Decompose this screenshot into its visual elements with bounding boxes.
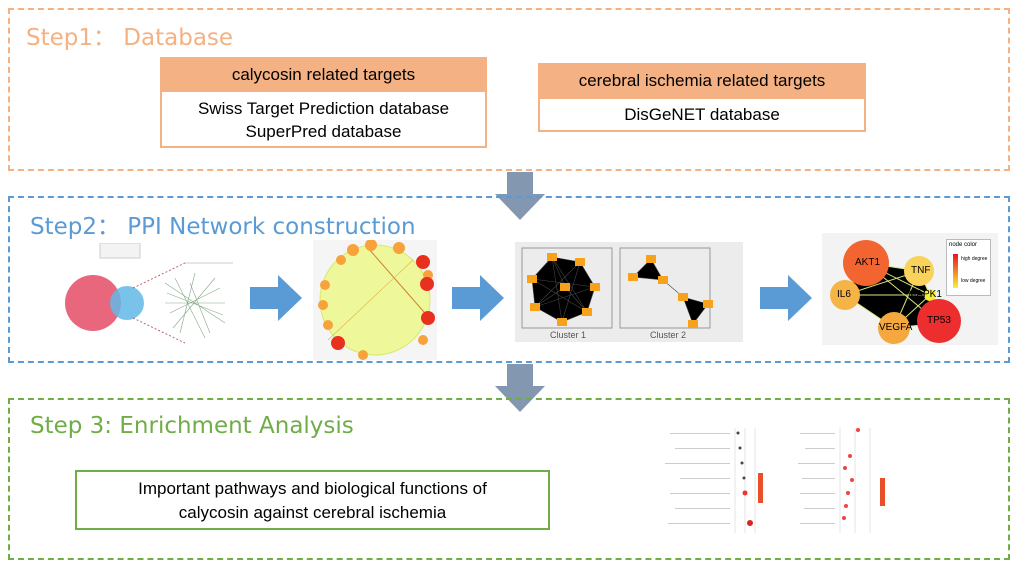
result-line-2: calycosin against cerebral ischemia [178, 503, 447, 522]
venn-circle-calycosin [65, 275, 121, 331]
right-arrow-icon [452, 275, 504, 321]
step2-panel [8, 196, 1010, 363]
go-enrichment-dotplot-image [665, 428, 763, 533]
node-tp53: TP53 [927, 315, 951, 326]
node-akt1: AKT1 [855, 257, 881, 268]
down-arrow-icon [495, 364, 545, 412]
legend-low: low degree [961, 278, 986, 284]
legend-title: node color [949, 242, 978, 248]
calycosin-targets-header: calycosin related targets [160, 57, 487, 90]
calycosin-targets-sources: Swiss Target Prediction database SuperPr… [160, 90, 487, 148]
cluster-2-label: Cluster 2 [650, 330, 687, 340]
hub-genes-network-image: AKT1 TNF IL6 MAPK1 VEGFA TP53 node color… [822, 233, 998, 345]
node-vegfa: VEGFA [879, 322, 913, 333]
ischemia-targets-header: cerebral ischemia related targets [538, 63, 866, 97]
result-line-1: Important pathways and biological functi… [138, 479, 487, 498]
venn-and-network-image [65, 243, 233, 344]
step3-panel [8, 398, 1010, 560]
source-superpred: SuperPred database [245, 122, 402, 141]
legend-gradient [953, 254, 958, 288]
node-color-legend: node color high degree low degree [946, 239, 991, 296]
enrichment-result-box: Important pathways and biological functi… [75, 470, 550, 530]
step2-title: Step2： PPI Network construction [30, 214, 416, 240]
right-arrow-icon [250, 275, 302, 321]
source-disgenet: DisGeNET database [624, 105, 780, 124]
legend-high: high degree [961, 256, 988, 262]
node-tnf: TNF [911, 265, 931, 276]
cluster-networks-image: Cluster 1 Cluster 2 [515, 242, 743, 342]
node-il6: IL6 [837, 289, 851, 300]
right-arrow-icon [760, 275, 812, 321]
kegg-enrichment-dotplot-image [798, 428, 885, 533]
ppi-circle-network-image [313, 240, 437, 360]
node-mapk1: MAPK1 [908, 289, 942, 300]
step1-title: Step1： Database [26, 25, 234, 51]
cluster-1-label: Cluster 1 [550, 330, 587, 340]
step1-panel [8, 8, 1010, 171]
ischemia-targets-sources: DisGeNET database [538, 97, 866, 132]
venn-circle-ischemia [110, 286, 144, 320]
source-swiss: Swiss Target Prediction database [197, 99, 450, 118]
step3-title: Step 3: Enrichment Analysis [30, 413, 354, 439]
